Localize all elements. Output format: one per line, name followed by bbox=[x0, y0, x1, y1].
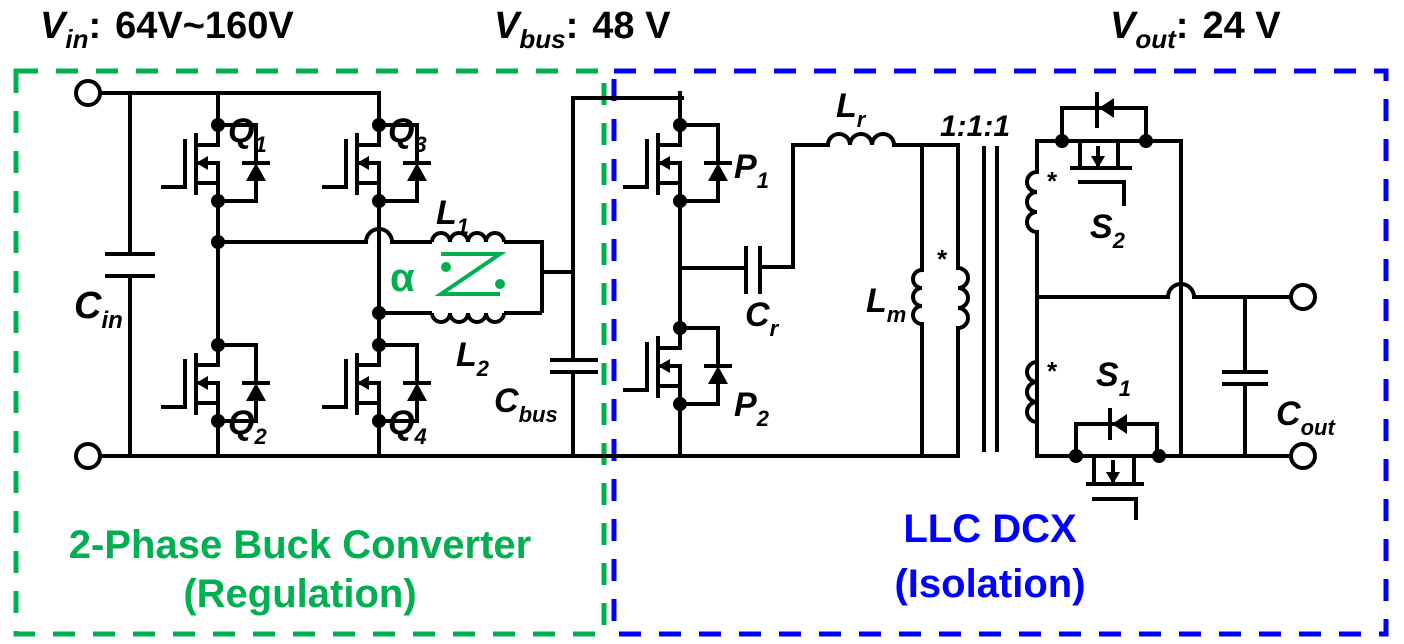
s1-label: S1 bbox=[1096, 356, 1131, 401]
cr-label: Cr bbox=[745, 296, 780, 341]
lr-label: Lr bbox=[836, 87, 867, 132]
llc-dcx: P1 P2 Cr Lr Lm * 1:1:1 * bbox=[623, 87, 1336, 606]
buck-stage-title: 2-Phase Buck Converter bbox=[69, 523, 531, 567]
q1-mosfet bbox=[161, 91, 270, 210]
primary-dot-mark: * bbox=[936, 244, 948, 274]
transformer-secondary-bottom bbox=[1025, 360, 1038, 424]
l2-label: L2 bbox=[456, 336, 490, 381]
transformer-secondary-top bbox=[1025, 170, 1038, 234]
lr-inductor bbox=[826, 132, 896, 146]
l1-inductor bbox=[430, 231, 506, 243]
output-terminal-positive bbox=[1289, 283, 1317, 311]
q3-mosfet bbox=[322, 91, 431, 210]
lm-inductor bbox=[911, 268, 923, 326]
turns-ratio-label: 1:1:1 bbox=[940, 110, 1010, 143]
cbus-label: Cbus bbox=[494, 382, 558, 427]
p2-label: P2 bbox=[734, 386, 770, 431]
llc-stage-box bbox=[611, 68, 1389, 637]
coupling-symbol bbox=[434, 252, 507, 296]
p2-mosfet bbox=[623, 294, 732, 413]
cin-capacitor bbox=[105, 91, 155, 458]
secondary-top-dot-mark: * bbox=[1046, 166, 1058, 196]
q3-label: Q3 bbox=[388, 112, 427, 157]
transformer-primary bbox=[957, 266, 970, 330]
cin-label: Cin bbox=[74, 285, 123, 334]
buck-converter: Cin Q1 Q2 Q3 Q4 L1 L2 bbox=[69, 79, 922, 616]
l1-label: L1 bbox=[436, 194, 469, 239]
s2-label: S2 bbox=[1090, 208, 1126, 253]
cr-capacitor bbox=[678, 143, 830, 294]
q4-label: Q4 bbox=[388, 404, 427, 449]
llc-stage-title: LLC DCX bbox=[903, 507, 1077, 551]
secondary-bottom-dot-mark: * bbox=[1046, 356, 1058, 386]
cout-label: Cout bbox=[1276, 395, 1336, 440]
p1-label: P1 bbox=[734, 148, 769, 193]
q2-label: Q2 bbox=[228, 404, 267, 449]
cout-capacitor bbox=[1222, 295, 1268, 458]
vbus-label: Vbus:48 V bbox=[494, 5, 671, 54]
s1-mosfet bbox=[1069, 408, 1166, 520]
buck-stage-box bbox=[13, 68, 607, 637]
s2-mosfet bbox=[1055, 92, 1153, 206]
coupling-coefficient-label: α bbox=[390, 256, 415, 300]
cbus-capacitor bbox=[550, 96, 684, 458]
input-terminal-positive bbox=[74, 79, 102, 107]
llc-stage-subtitle: (Isolation) bbox=[894, 562, 1085, 606]
vout-label: Vout:24 V bbox=[1110, 5, 1281, 54]
input-terminal-negative bbox=[74, 442, 102, 470]
lm-label: Lm bbox=[866, 282, 906, 327]
buck-stage-subtitle: (Regulation) bbox=[183, 572, 416, 616]
p1-mosfet bbox=[623, 91, 732, 210]
output-terminal-negative bbox=[1289, 442, 1317, 470]
vin-label: Vin:64V~160V bbox=[40, 5, 294, 54]
l2-inductor bbox=[430, 312, 506, 324]
q1-label: Q1 bbox=[228, 112, 267, 157]
